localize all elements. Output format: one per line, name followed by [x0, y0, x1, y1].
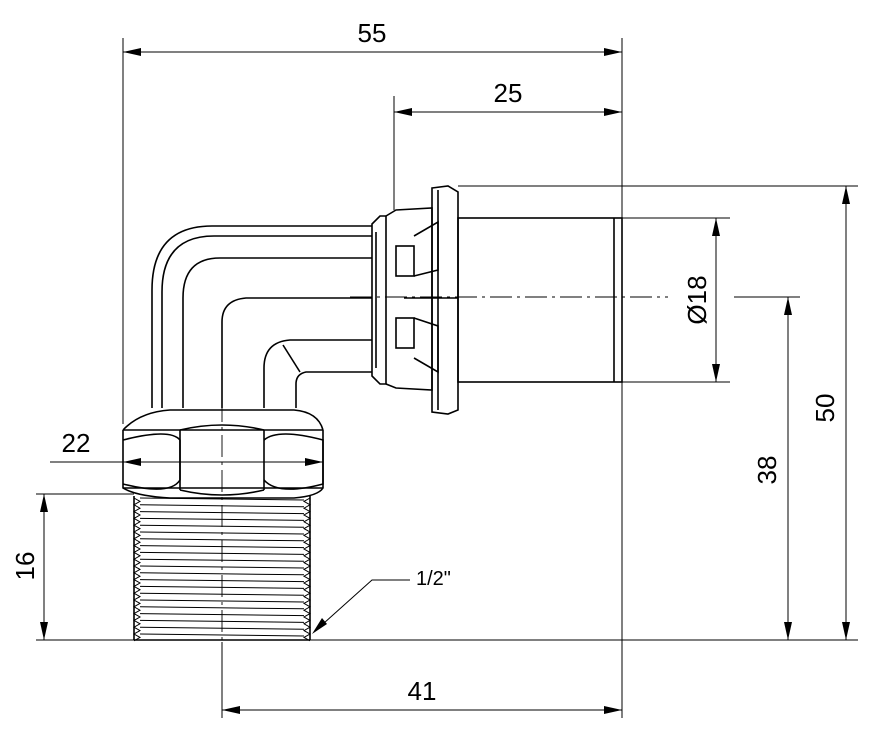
pipe-socket	[457, 217, 623, 383]
dim-overall-height: 50	[810, 394, 840, 423]
thread-crest	[139, 579, 305, 583]
hex-nut	[122, 409, 324, 499]
dim-overall-width: 55	[358, 18, 387, 48]
dimension-labels: 55 25 Ø18 50 38 22 16 1/2" 41	[10, 18, 840, 706]
thread-crest	[139, 524, 305, 528]
thread-crest	[139, 531, 305, 535]
thread-crest	[139, 504, 305, 508]
dim-axis-height: 38	[752, 456, 782, 485]
dimension-lines	[40, 48, 850, 714]
dim-hex-size: 22	[62, 428, 91, 458]
center-lines	[221, 296, 668, 650]
thread-crest	[139, 619, 305, 623]
elbow-body	[151, 225, 372, 408]
press-collar	[371, 185, 459, 415]
thread-crest	[139, 545, 305, 549]
dim-thread-size: 1/2"	[416, 568, 451, 590]
thread-crest	[139, 511, 305, 515]
thread-crest	[139, 613, 305, 617]
thread-crest	[139, 558, 305, 562]
dim-axis-offset: 41	[408, 676, 437, 706]
thread-profile	[302, 497, 312, 642]
dim-socket-length: 25	[494, 78, 523, 108]
thread-profile	[132, 497, 142, 642]
thread-crest	[139, 626, 305, 630]
thread-crest	[139, 599, 305, 603]
thread-crest	[139, 572, 305, 576]
thread-crest	[139, 606, 305, 610]
dim-pipe-diameter: Ø18	[682, 275, 712, 324]
thread-crest	[139, 517, 305, 521]
thread-crest	[139, 585, 305, 589]
thread-crest	[139, 551, 305, 555]
thread-crest	[139, 538, 305, 542]
threaded-section	[132, 496, 312, 642]
thread-crest	[139, 497, 305, 501]
thread-crest	[139, 633, 305, 637]
thread-crest	[139, 592, 305, 596]
thread-crest	[139, 565, 305, 569]
dim-thread-length: 16	[10, 552, 40, 581]
extension-lines	[36, 38, 858, 718]
